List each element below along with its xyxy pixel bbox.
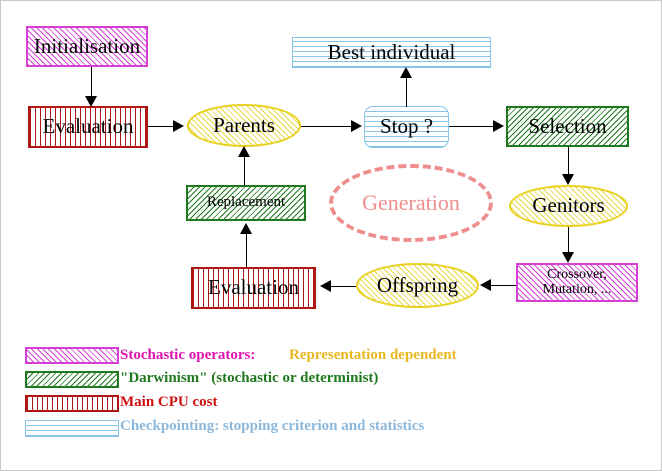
edge-offspring-evaluation-arrowhead — [320, 280, 331, 292]
node-stop[interactable]: Stop ? — [364, 106, 449, 148]
node-offspring[interactable]: Offspring — [356, 263, 479, 308]
edge-parents-stop — [301, 126, 359, 127]
node-crossover-mutation-label: Crossover, Mutation, ... — [542, 267, 612, 297]
node-evaluation-top-label: Evaluation — [42, 114, 134, 139]
edge-genitors-crossover — [568, 227, 569, 258]
node-parents-label: Parents — [213, 112, 275, 137]
node-best-individual-label: Best individual — [327, 39, 456, 64]
legend-swatch-stochastic-operators — [25, 347, 119, 364]
node-offspring-label: Offspring — [376, 272, 459, 297]
node-parents[interactable]: Parents — [187, 104, 301, 147]
edge-parents-stop-arrowhead — [351, 120, 362, 132]
node-evaluation-bottom[interactable]: Evaluation — [191, 267, 316, 309]
node-initialisation[interactable]: Initialisation — [26, 26, 148, 67]
legend-label-darwinism: "Darwinism" (stochastic or determinist) — [120, 370, 379, 386]
edge-initialisation-evaluation-arrowhead — [85, 96, 97, 107]
edge-stop-selection — [449, 126, 499, 127]
legend-label-representation-dependent: Representation dependent — [289, 347, 457, 363]
edge-genitors-crossover-arrowhead — [562, 252, 574, 263]
legend-label-checkpointing: Checkpointing: stopping criterion and st… — [120, 418, 425, 434]
node-genitors[interactable]: Genitors — [509, 185, 628, 227]
edge-offspring-evaluation — [331, 286, 356, 287]
edge-initialisation-evaluation — [91, 67, 92, 101]
edge-crossover-offspring — [489, 285, 516, 286]
edge-evaluation-replacement-arrowhead — [240, 223, 252, 234]
edge-replacement-parents-arrowhead — [238, 146, 250, 157]
node-stop-label: Stop ? — [379, 114, 434, 139]
node-initialisation-label: Initialisation — [33, 33, 141, 58]
legend-swatch-darwinism — [25, 371, 119, 388]
legend-swatch-checkpointing — [25, 420, 119, 437]
node-replacement[interactable]: Replacement — [186, 185, 306, 221]
legend-label-main-cpu-cost: Main CPU cost — [120, 394, 218, 410]
legend-label-stochastic-operators: Stochastic operators: — [120, 347, 256, 363]
node-genitors-label: Genitors — [532, 193, 605, 218]
node-crossover-mutation[interactable]: Crossover, Mutation, ... — [516, 263, 638, 302]
edge-replacement-parents — [244, 156, 245, 186]
edge-stop-best-individual — [406, 71, 407, 107]
edge-evaluation-parents — [148, 126, 180, 127]
node-selection-label: Selection — [528, 113, 607, 138]
edge-crossover-offspring-arrowhead — [480, 279, 491, 291]
node-selection[interactable]: Selection — [506, 106, 629, 147]
legend-swatch-main-cpu-cost — [25, 395, 119, 412]
node-best-individual[interactable]: Best individual — [292, 37, 491, 68]
edge-evaluation-parents-arrowhead — [173, 120, 184, 132]
edge-stop-selection-arrowhead — [493, 120, 504, 132]
node-evaluation-bottom-label: Evaluation — [208, 275, 299, 300]
edge-stop-best-individual-arrowhead — [400, 67, 412, 78]
edge-selection-genitors — [568, 147, 569, 179]
node-replacement-label: Replacement — [206, 194, 286, 211]
edge-evaluation-replacement — [246, 233, 247, 267]
node-generation: Generation — [329, 164, 493, 242]
node-evaluation-top[interactable]: Evaluation — [28, 106, 148, 148]
edge-selection-genitors-arrowhead — [562, 174, 574, 185]
node-generation-label: Generation — [362, 190, 460, 215]
